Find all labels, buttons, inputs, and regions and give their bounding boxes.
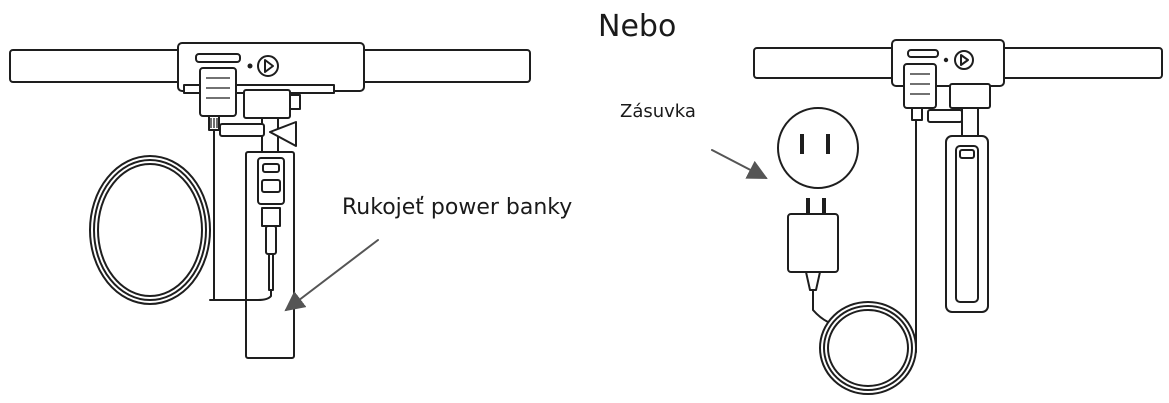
light-bar-right <box>753 39 1163 87</box>
coiled-cable-left <box>89 129 272 305</box>
cable-connector-left <box>199 67 237 131</box>
coiled-cable-right <box>812 119 917 395</box>
power-bank-handle <box>245 151 295 359</box>
or-label: Nebo <box>598 9 676 44</box>
left-variant-power-bank: Rukojeť power banky <box>9 42 572 359</box>
grip-handle <box>945 135 989 313</box>
power-bank-handle-label: Rukojeť power banky <box>342 195 572 220</box>
mount-bracket-right <box>927 83 991 137</box>
mount-bracket-left <box>219 89 301 153</box>
pointer-arrow-left <box>284 239 379 312</box>
socket-label: Zásuvka <box>620 101 696 122</box>
right-variant-socket: Zásuvka <box>620 39 1163 395</box>
cable-connector-right <box>903 63 937 121</box>
power-adapter <box>787 198 839 291</box>
light-bar-left <box>9 42 531 94</box>
pointer-arrow-right <box>711 149 768 179</box>
power-button-icon <box>257 55 279 77</box>
wall-socket <box>777 107 859 189</box>
power-button-icon-right <box>954 50 974 70</box>
